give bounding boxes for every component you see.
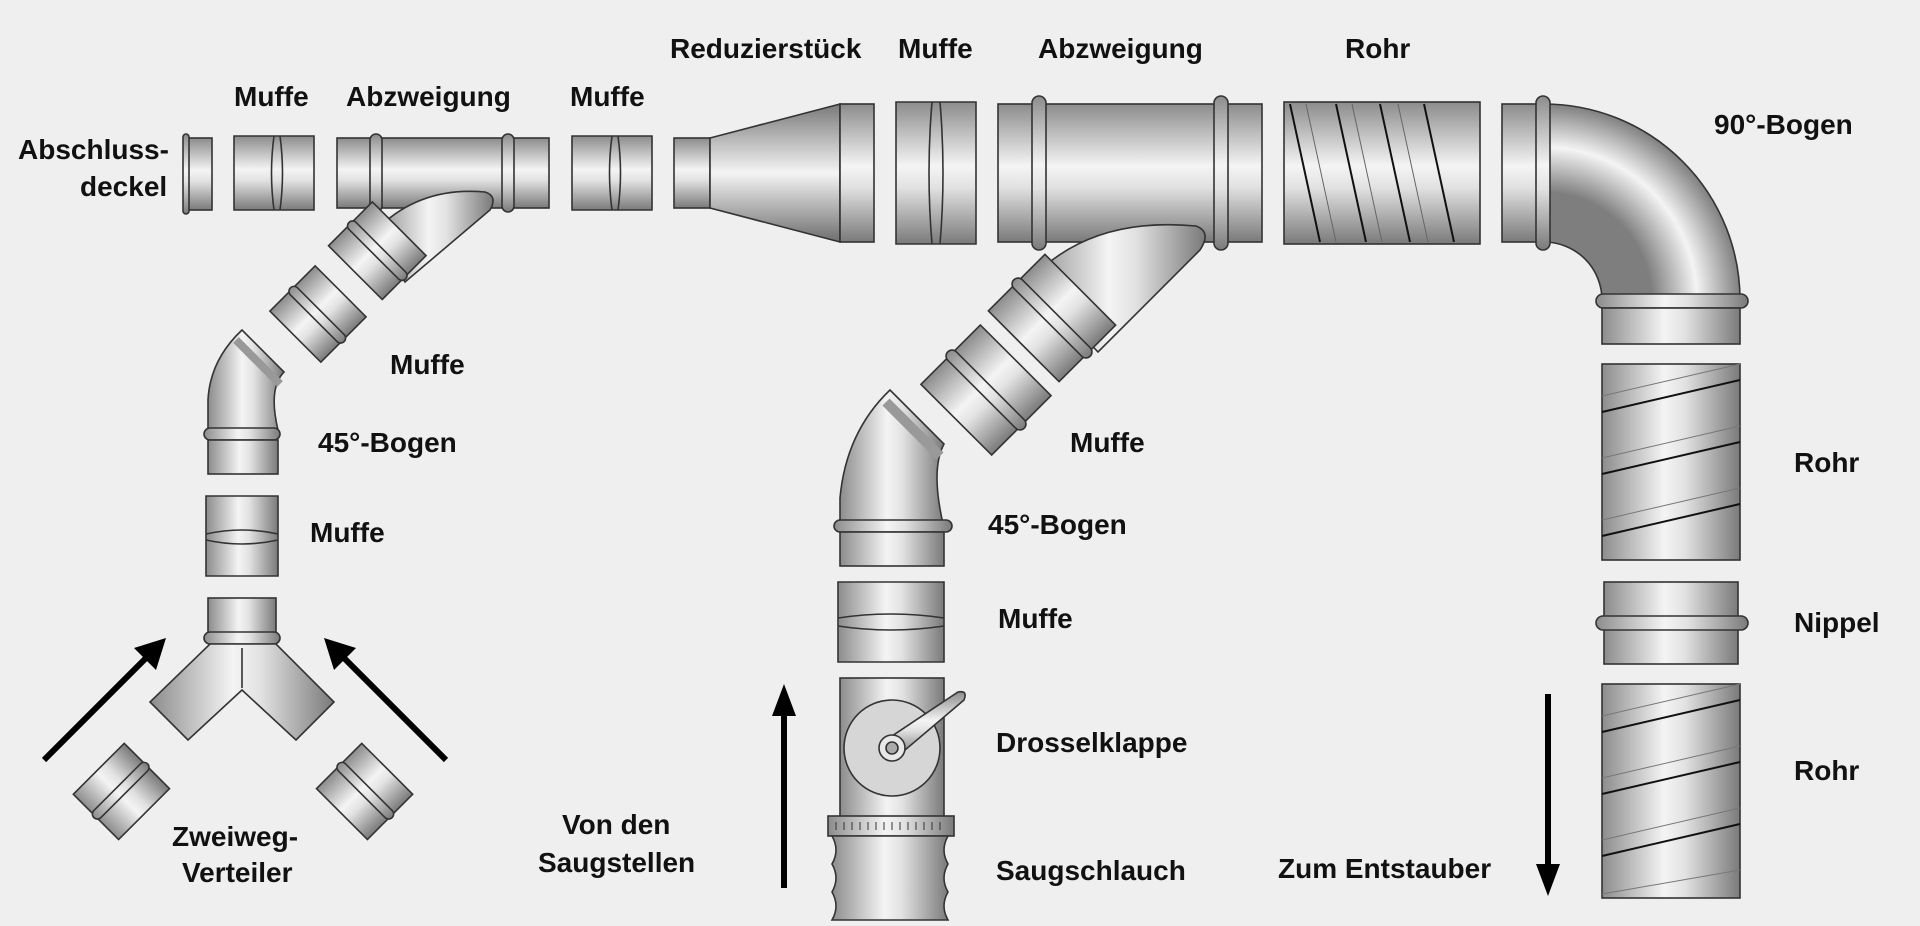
label-abzweigung-right: Abzweigung <box>1038 33 1203 64</box>
label-reduzierstueck: Reduzierstück <box>670 33 862 64</box>
label-muffe-left-diag: Muffe <box>390 349 465 380</box>
label-drosselklappe: Drosselklappe <box>996 727 1187 758</box>
rohr-right-2 <box>1601 683 1741 899</box>
muffe-left-diag-2 <box>268 264 368 364</box>
muffe-top-right <box>895 101 977 245</box>
label-zweiweg-1: Zweiweg- <box>172 821 298 852</box>
muffe-mid-diag-2 <box>919 323 1053 457</box>
arrow-down <box>1536 694 1560 896</box>
bogen-45-left <box>203 328 286 475</box>
bogen-90 <box>1501 95 1749 345</box>
label-rohr-right-2: Rohr <box>1794 755 1859 786</box>
label-rohr-right-1: Rohr <box>1794 447 1859 478</box>
label-saugschlauch: Saugschlauch <box>996 855 1186 886</box>
drosselklappe <box>839 677 966 819</box>
label-muffe-top-2: Muffe <box>570 81 645 112</box>
bogen-45-mid <box>833 388 953 567</box>
muffe-mid-diag-1 <box>987 253 1117 383</box>
label-zweiweg-2: Verteiler <box>182 857 293 888</box>
nippel <box>1595 581 1749 665</box>
label-nippel: Nippel <box>1794 607 1880 638</box>
zweiweg-verteiler <box>72 597 414 841</box>
muffe-left-vert <box>205 495 279 577</box>
label-von-1: Von den <box>562 809 670 840</box>
label-bogen-45-left: 45°-Bogen <box>318 427 457 458</box>
muffe-top-left <box>233 135 315 211</box>
abschlussdeckel <box>182 133 213 215</box>
muffe-top-mid <box>571 135 653 211</box>
rohr-top <box>1283 101 1481 245</box>
label-zum-entstauber: Zum Entstauber <box>1278 853 1491 884</box>
label-muffe-mid-vert: Muffe <box>998 603 1073 634</box>
reduzierstueck <box>673 102 875 244</box>
arrow-right-up-left <box>324 638 449 763</box>
label-muffe-top-3: Muffe <box>898 33 973 64</box>
arrow-up <box>772 684 796 888</box>
label-muffe-mid-diag: Muffe <box>1070 427 1145 458</box>
label-von-2: Saugstellen <box>538 847 695 878</box>
label-bogen-90: 90°-Bogen <box>1714 109 1853 140</box>
label-abschluss-1: Abschluss- <box>18 134 169 165</box>
label-bogen-45-mid: 45°-Bogen <box>988 509 1127 540</box>
label-rohr-top: Rohr <box>1345 33 1410 64</box>
muffe-left-diag-1 <box>327 200 428 301</box>
rohr-right-1 <box>1601 363 1741 561</box>
label-muffe-left-vert: Muffe <box>310 517 385 548</box>
saugschlauch <box>827 815 955 921</box>
label-abzweigung-left: Abzweigung <box>346 81 511 112</box>
label-abschluss-2: deckel <box>80 171 167 202</box>
arrow-left-up-right <box>41 638 166 763</box>
label-muffe-top-1: Muffe <box>234 81 309 112</box>
muffe-mid-vert <box>837 581 945 663</box>
